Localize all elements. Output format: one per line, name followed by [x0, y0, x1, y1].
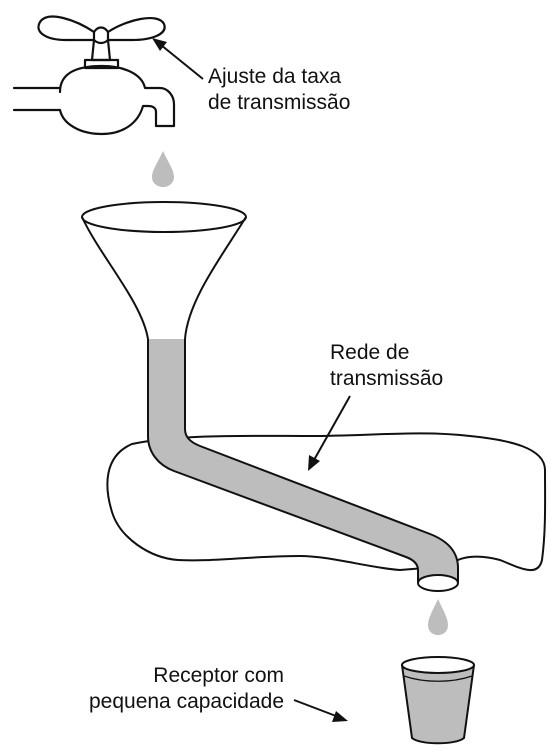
faucet-label: Ajuste da taxa de transmissão [208, 64, 350, 116]
network-label: Rede de transmissão [330, 340, 443, 392]
network-cloud [106, 432, 547, 572]
receiver-label: Receptor com pequena capacidade [46, 663, 284, 715]
receiver-pointer-arrow [293, 699, 348, 722]
water-drop-icon [152, 151, 174, 187]
receiver-label-line-2: pequena capacidade [88, 690, 284, 713]
network-pointer-arrow [308, 395, 351, 471]
faucet-label-line-2: de transmissão [208, 91, 351, 114]
water-drop-icon [428, 599, 448, 635]
faucet-label-line-1: Ajuste da taxa [208, 65, 342, 88]
receiver-label-line-1: Receptor com [153, 664, 284, 687]
network-label-line-1: Rede de [330, 341, 410, 364]
network-label-line-2: transmissão [330, 367, 444, 390]
faucet-pointer-arrow [152, 38, 204, 80]
faucet-icon [12, 15, 176, 136]
funnel-icon [81, 201, 459, 592]
receiver-cup-icon [401, 656, 475, 745]
